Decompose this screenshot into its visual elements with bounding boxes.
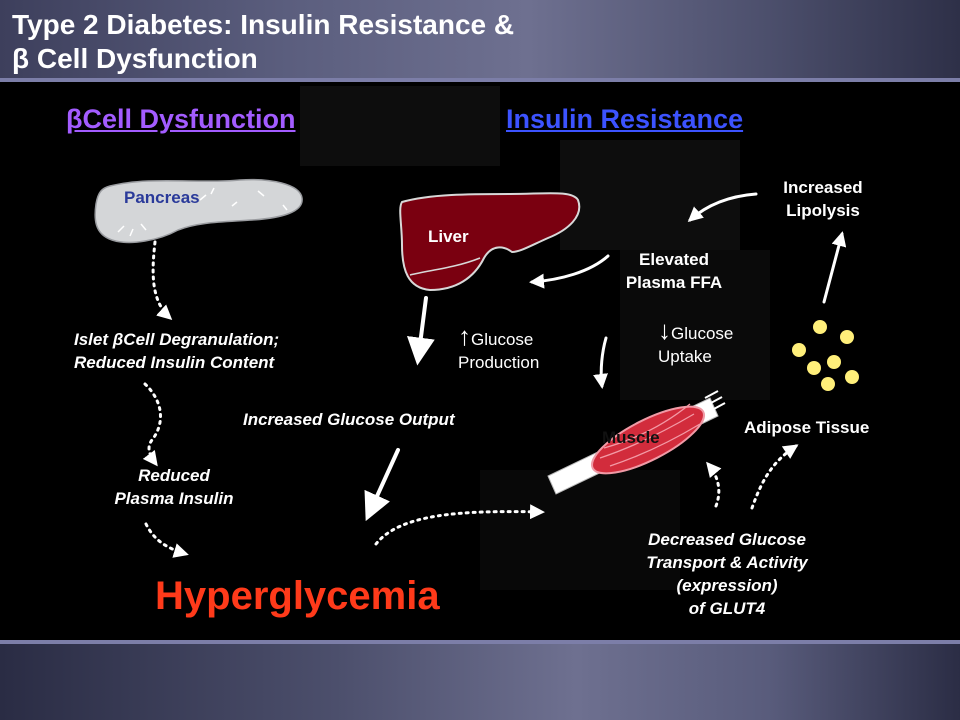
slide-title: Type 2 Diabetes: Insulin Resistance & β … bbox=[12, 8, 514, 76]
increased-lipolysis-label: Increased Lipolysis bbox=[783, 178, 863, 220]
up-arrow-icon: ↑ bbox=[458, 321, 471, 351]
adipose-tissue-label: Adipose Tissue bbox=[744, 418, 870, 437]
arrow-ffa-to-liver bbox=[529, 254, 610, 289]
islet-degranulation-label: Islet βCell Degranulation; Reduced Insul… bbox=[74, 330, 280, 372]
arrow-glut4-to-adipose bbox=[750, 444, 799, 510]
pancreas-shape bbox=[94, 178, 303, 244]
background-tile bbox=[300, 86, 500, 166]
glucose-uptake-label: ↓Glucose Uptake bbox=[658, 315, 734, 366]
arrow-pancreas-to-islet bbox=[151, 240, 173, 321]
insulin-resistance-link[interactable]: Insulin Resistance bbox=[506, 104, 744, 134]
beta-cell-dysfunction-link[interactable]: βCell Dysfunction bbox=[66, 104, 296, 134]
arrow-islet-to-reduced bbox=[142, 382, 162, 467]
title-band bbox=[0, 0, 960, 82]
elevated-plasma-ffa-label: Elevated Plasma FFA bbox=[625, 250, 723, 292]
muscle-label: Muscle bbox=[602, 428, 660, 447]
reduced-plasma-insulin-label: Reduced Plasma Insulin bbox=[114, 466, 234, 508]
background-tile bbox=[560, 140, 740, 250]
liver-label: Liver bbox=[428, 227, 469, 246]
adipose-cells bbox=[792, 320, 859, 391]
hyperglycemia-label: Hyperglycemia bbox=[155, 574, 440, 618]
arrow-glut4-to-muscle bbox=[706, 461, 722, 508]
arrow-reduced-to-hyper bbox=[144, 522, 189, 558]
increased-glucose-output-label: Increased Glucose Output bbox=[243, 410, 455, 429]
slide-title-line-1: Type 2 Diabetes: Insulin Resistance & bbox=[12, 9, 515, 40]
slide-title-line-2: β Cell Dysfunction bbox=[12, 43, 258, 74]
footer-band bbox=[0, 640, 960, 720]
liver-shape bbox=[399, 192, 581, 292]
arrow-to-muscle bbox=[593, 336, 608, 389]
arrow-lipolysis-to-ffa bbox=[687, 192, 758, 222]
pancreas-label: Pancreas bbox=[124, 188, 200, 207]
arrow-adipose-to-lipolysis bbox=[822, 231, 847, 304]
muscle-shape bbox=[547, 390, 726, 495]
down-arrow-icon: ↓ bbox=[658, 315, 671, 345]
arrow-output-to-hyper bbox=[364, 448, 400, 522]
background-tile bbox=[620, 250, 770, 400]
glut4-label: Decreased Glucose Transport & Activity (… bbox=[646, 530, 808, 618]
arrow-liver-down bbox=[406, 296, 435, 366]
glucose-production-label: ↑Glucose Production bbox=[458, 321, 540, 372]
arrow-hyper-to-muscle bbox=[374, 504, 545, 546]
